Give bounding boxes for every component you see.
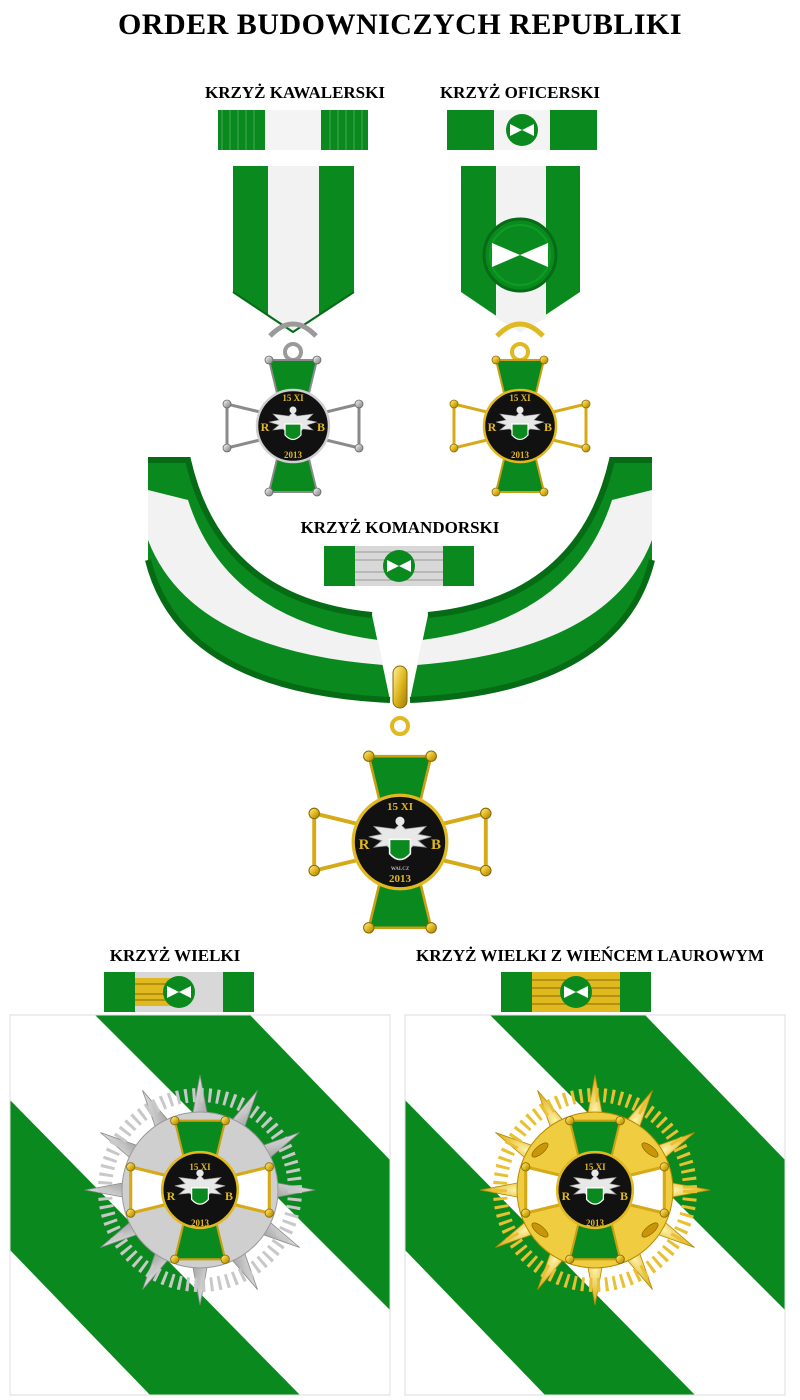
grand-star xyxy=(84,1074,316,1306)
knight-ribbon xyxy=(232,166,355,362)
grand-date-top: 15 XI xyxy=(189,1162,211,1172)
commander-letter-right: B xyxy=(431,837,441,853)
grand-ribbon-bar xyxy=(104,972,254,1012)
knight-cross xyxy=(222,355,364,497)
commander-neck-ribbon xyxy=(145,457,655,736)
knight-year: 2013 xyxy=(284,450,303,460)
officer-letter-right: B xyxy=(544,420,552,434)
commander-letter-left: R xyxy=(359,837,370,853)
grand-letter-left: R xyxy=(167,1189,176,1203)
grand-laurel-letter-left: R xyxy=(562,1189,571,1203)
officer-cross xyxy=(449,355,591,497)
label-grand-cross-laurel: KRZYŻ WIELKI Z WIEŃCEM LAUROWYM xyxy=(416,946,764,965)
grand-laurel-date-top: 15 XI xyxy=(584,1162,606,1172)
officer-letter-left: R xyxy=(488,420,497,434)
commander-year: 2013 xyxy=(389,873,412,885)
grand-laurel-star xyxy=(479,1074,711,1306)
label-grand-cross: KRZYŻ WIELKI xyxy=(109,946,241,965)
officer-date-top: 15 XI xyxy=(509,393,531,403)
commander-cross xyxy=(308,750,492,934)
commander-ribbon-bar xyxy=(324,546,474,586)
officer-year: 2013 xyxy=(511,450,530,460)
label-officer-cross: KRZYŻ OFICERSKI xyxy=(439,83,601,102)
knight-ribbon-bar xyxy=(218,110,368,150)
knight-letter-left: R xyxy=(261,420,270,434)
knight-letter-right: B xyxy=(317,420,325,434)
commander-date-top: 15 XI xyxy=(387,801,413,813)
grand-laurel-year: 2013 xyxy=(586,1218,605,1228)
commander-motto: WALCZ xyxy=(391,867,410,872)
officer-ribbon-bar xyxy=(447,110,597,150)
label-commander-cross: KRZYŻ KOMANDORSKI xyxy=(300,518,500,537)
grand-letter-right: B xyxy=(225,1189,233,1203)
knight-date-top: 15 XI xyxy=(282,393,304,403)
grand-laurel-letter-right: B xyxy=(620,1189,628,1203)
grand-year: 2013 xyxy=(191,1218,210,1228)
grand-laurel-ribbon-bar xyxy=(501,972,651,1012)
page-title: ORDER BUDOWNICZYCH REPUBLIKI xyxy=(117,8,683,41)
officer-ribbon xyxy=(461,166,580,362)
label-knight-cross: KRZYŻ KAWALERSKI xyxy=(205,83,385,102)
